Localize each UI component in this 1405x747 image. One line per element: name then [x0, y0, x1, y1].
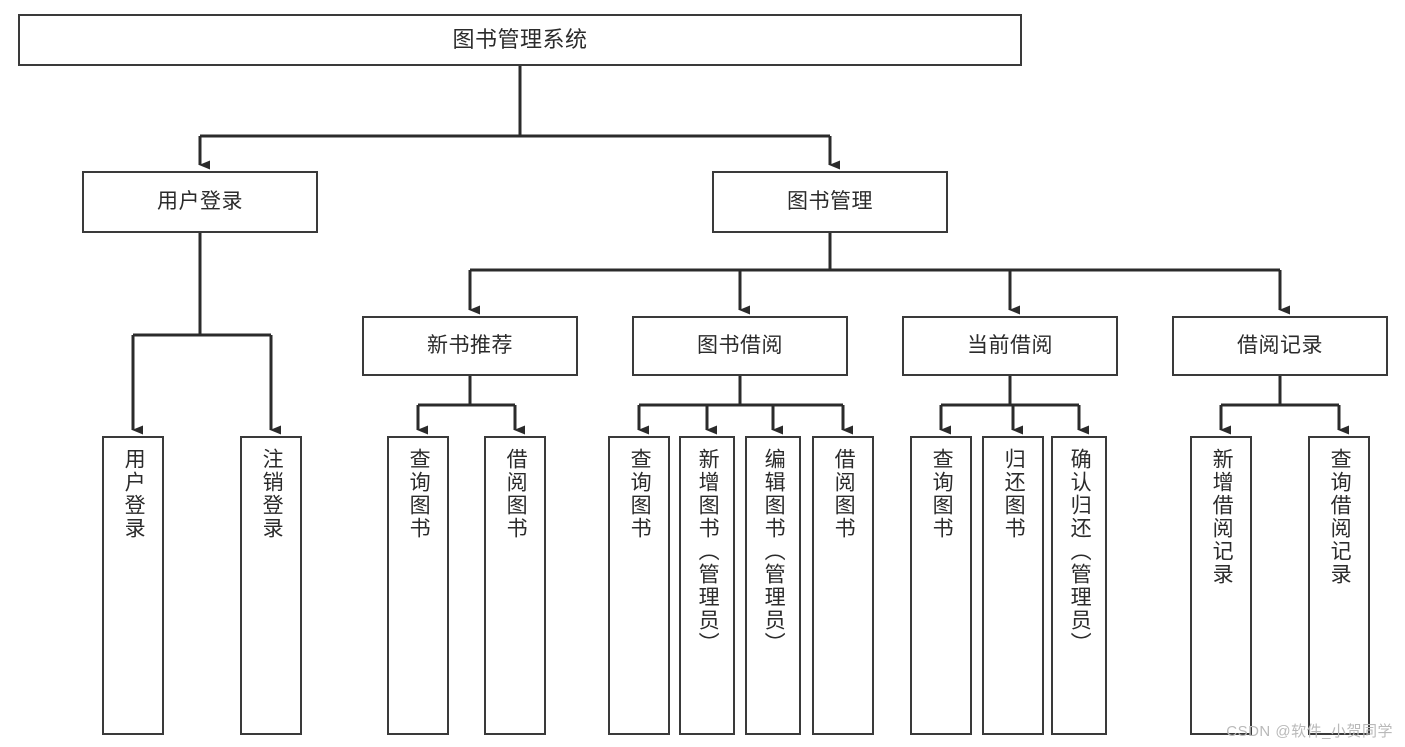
node-user-login-label: 用户登录 [157, 190, 243, 214]
node-leaf-user-logout-label: 注销登录 [260, 448, 284, 540]
node-leaf-confirm-return[interactable]: 确认归还（管理员） [1051, 436, 1107, 735]
node-root-label: 图书管理系统 [452, 26, 588, 52]
node-leaf-add-record-label: 新增借阅记录 [1210, 448, 1234, 586]
node-leaf-user-logout[interactable]: 注销登录 [240, 436, 302, 735]
node-new-book-rec[interactable]: 新书推荐 [362, 316, 578, 376]
node-leaf-query-record[interactable]: 查询借阅记录 [1308, 436, 1370, 735]
node-book-manage-label: 图书管理 [787, 190, 873, 214]
node-leaf-query-record-label: 查询借阅记录 [1328, 448, 1352, 586]
node-leaf-query-book-1-label: 查询图书 [407, 448, 431, 540]
node-leaf-borrow-book-2[interactable]: 借阅图书 [812, 436, 874, 735]
node-leaf-edit-book[interactable]: 编辑图书（管理员） [745, 436, 801, 735]
node-leaf-user-login-label: 用户登录 [122, 448, 146, 540]
watermark-text: CSDN @软件_小贺同学 [1226, 723, 1393, 740]
node-leaf-add-book[interactable]: 新增图书（管理员） [679, 436, 735, 735]
node-leaf-user-login[interactable]: 用户登录 [102, 436, 164, 735]
node-leaf-edit-book-label: 编辑图书（管理员） [762, 448, 786, 655]
node-user-login[interactable]: 用户登录 [82, 171, 318, 233]
node-book-manage[interactable]: 图书管理 [712, 171, 948, 233]
node-leaf-confirm-return-label: 确认归还（管理员） [1068, 448, 1092, 655]
node-leaf-query-book-2-label: 查询图书 [628, 448, 652, 540]
node-leaf-return-book-label: 归还图书 [1002, 448, 1026, 540]
node-leaf-borrow-book-1[interactable]: 借阅图书 [484, 436, 546, 735]
node-leaf-query-book-3-label: 查询图书 [930, 448, 954, 540]
node-book-borrow-label: 图书借阅 [697, 334, 783, 358]
node-new-book-rec-label: 新书推荐 [427, 334, 513, 358]
node-leaf-return-book[interactable]: 归还图书 [982, 436, 1044, 735]
node-leaf-query-book-1[interactable]: 查询图书 [387, 436, 449, 735]
node-current-borrow[interactable]: 当前借阅 [902, 316, 1118, 376]
node-leaf-borrow-book-1-label: 借阅图书 [504, 448, 528, 540]
node-borrow-record[interactable]: 借阅记录 [1172, 316, 1388, 376]
node-leaf-query-book-2[interactable]: 查询图书 [608, 436, 670, 735]
node-leaf-query-book-3[interactable]: 查询图书 [910, 436, 972, 735]
node-borrow-record-label: 借阅记录 [1237, 334, 1323, 358]
node-leaf-add-book-label: 新增图书（管理员） [696, 448, 720, 655]
node-leaf-borrow-book-2-label: 借阅图书 [832, 448, 856, 540]
node-book-borrow[interactable]: 图书借阅 [632, 316, 848, 376]
node-root[interactable]: 图书管理系统 [18, 14, 1022, 66]
node-leaf-add-record[interactable]: 新增借阅记录 [1190, 436, 1252, 735]
node-current-borrow-label: 当前借阅 [967, 334, 1053, 358]
